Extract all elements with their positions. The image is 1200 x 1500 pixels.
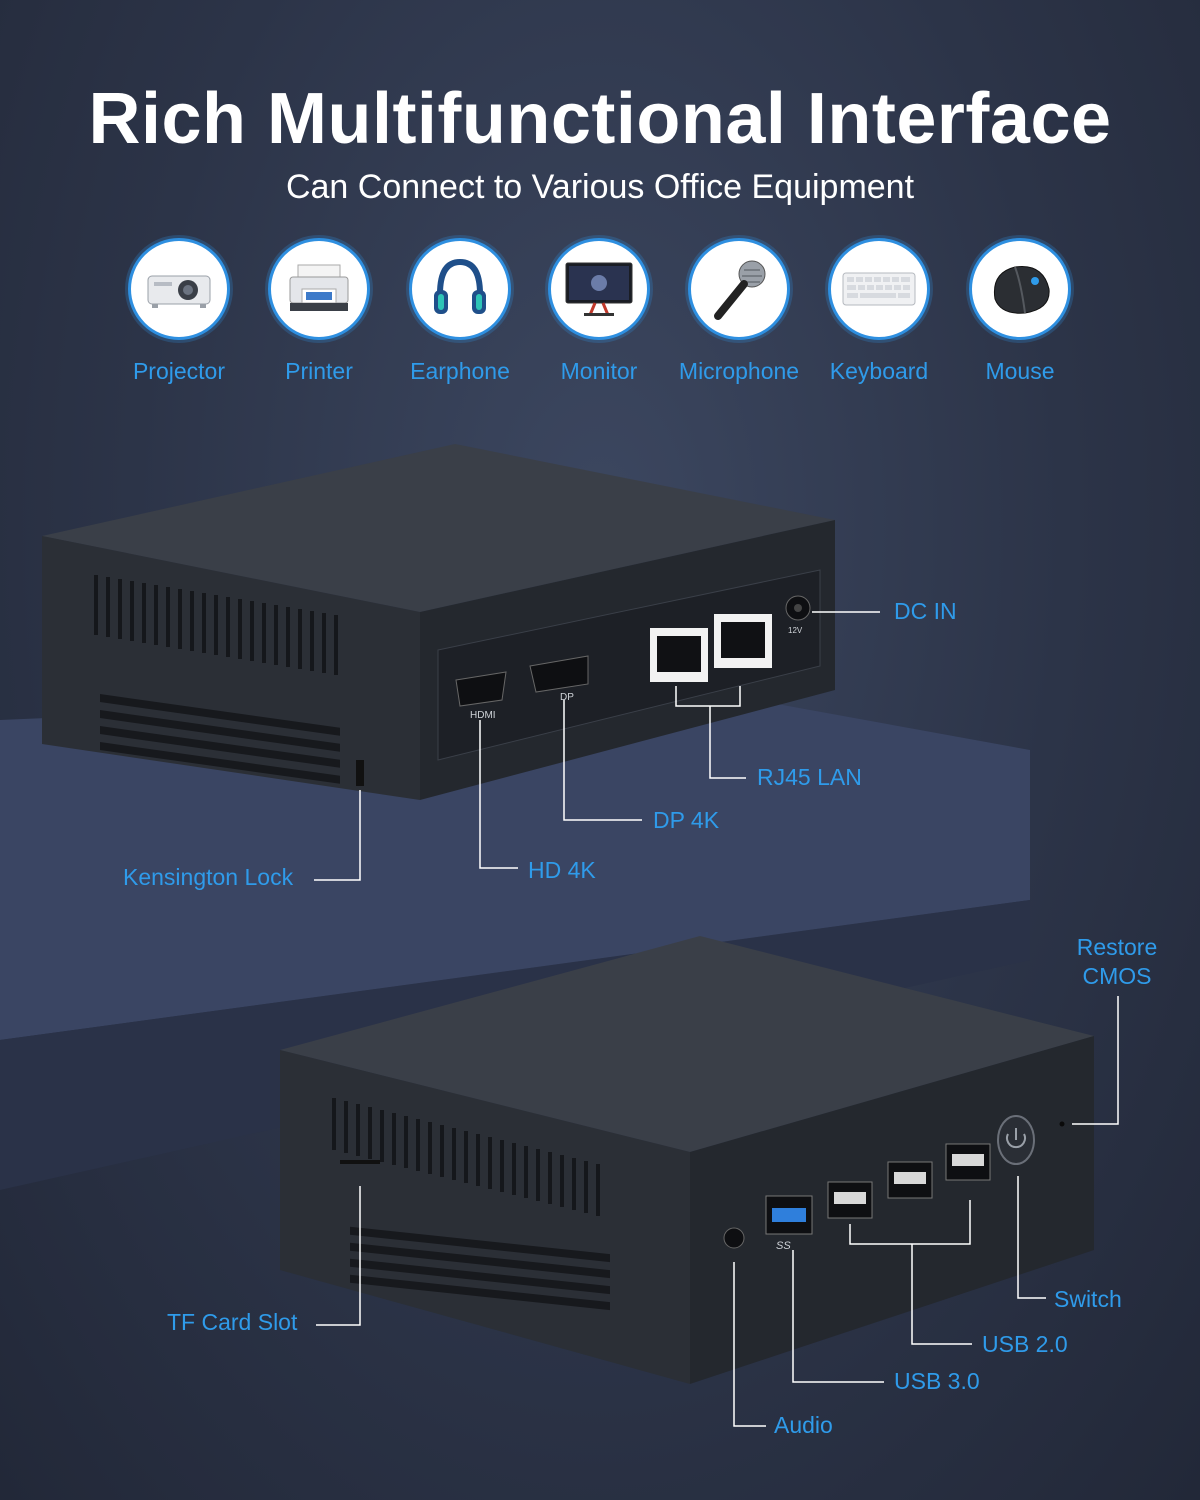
device-label: Projector <box>132 358 226 384</box>
mini-pc-rear <box>42 444 835 800</box>
cmos-pinhole <box>1059 1121 1065 1127</box>
page-subtitle: Can Connect to Various Office Equipment <box>285 168 915 206</box>
tf-card-slot <box>340 1160 380 1164</box>
callout-usb-3: USB 3.0 <box>894 1368 980 1394</box>
printer-icon <box>268 238 370 340</box>
page-title: Rich Multifunctional Interface <box>88 79 1112 159</box>
hdmi-port-text: HDMI <box>470 710 496 721</box>
callout-rj45-lan: RJ45 LAN <box>757 764 862 790</box>
callout-switch: Switch <box>1054 1286 1122 1312</box>
callout-dc-in: DC IN <box>894 598 957 624</box>
device-label: Microphone <box>678 358 800 384</box>
device-microphone: Microphone <box>669 238 809 385</box>
callout-audio: Audio <box>774 1412 833 1438</box>
callout-kensington-lock: Kensington Lock <box>123 864 294 890</box>
pedestal-top <box>0 690 1030 1040</box>
audio-jack <box>723 1227 745 1249</box>
device-mouse: Mouse <box>950 238 1090 385</box>
callout-tf-card-slot: TF Card Slot <box>167 1309 298 1335</box>
mini-pc-front <box>280 936 1094 1384</box>
microphone-icon <box>688 238 790 340</box>
callout-dp-4k: DP 4K <box>653 807 720 833</box>
projector-icon <box>128 238 230 340</box>
callout-restore-cmos: Restore CMOS <box>1074 934 1160 990</box>
hdmi-port <box>455 671 507 707</box>
callout-restore-line2: CMOS <box>1082 963 1152 989</box>
device-label: Printer <box>285 358 353 384</box>
device-projector: Projector <box>109 238 249 385</box>
kensington-slot <box>356 760 364 786</box>
headphones-icon <box>409 238 511 340</box>
device-label: Earphone <box>410 358 510 384</box>
dp-port <box>529 655 589 693</box>
callout-hd-4k: HD 4K <box>528 857 596 883</box>
callout-lines <box>314 611 1119 1427</box>
keyboard-icon <box>828 238 930 340</box>
monitor-icon <box>548 238 650 340</box>
device-keyboard: Keyboard <box>809 238 949 385</box>
device-printer: Printer <box>249 238 389 385</box>
mouse-icon <box>969 238 1071 340</box>
usb3-port-text: SS <box>776 1240 791 1252</box>
device-label: Monitor <box>560 358 638 384</box>
dp-port-text: DP <box>560 692 574 703</box>
callout-restore-line1: Restore <box>1076 934 1158 960</box>
callout-usb-2: USB 2.0 <box>982 1331 1068 1357</box>
device-monitor: Monitor <box>529 238 669 385</box>
device-label: Mouse <box>985 358 1055 384</box>
device-earphone: Earphone <box>390 238 530 385</box>
device-label: Keyboard <box>829 358 929 384</box>
power-port-text: 12V <box>788 626 803 635</box>
